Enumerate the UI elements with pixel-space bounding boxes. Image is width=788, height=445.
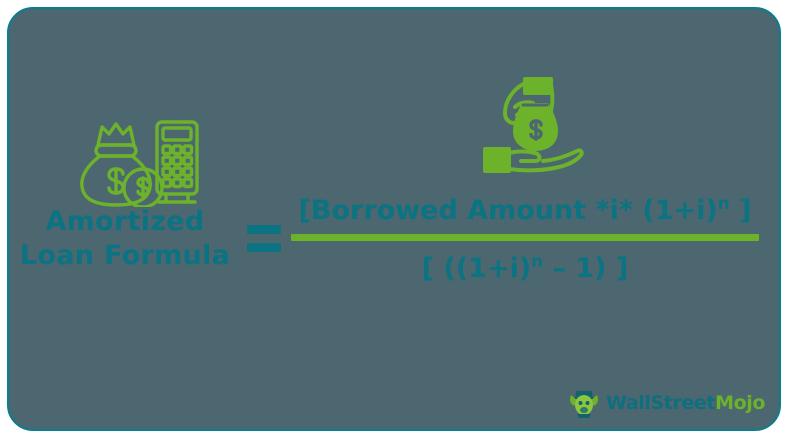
logo-text-mojo: Mojo (715, 391, 765, 414)
title-line-2: Loan Formula (19, 240, 231, 271)
page-title: Amortized Loan Formula (9, 205, 241, 273)
equals-bar-top (247, 225, 281, 234)
logo-wordmark: WallStreetMojo (605, 391, 765, 414)
infographic-canvas: Amortized Loan Formula [Borrowed Amount … (7, 7, 781, 431)
formula-denominator: [ ((1+i)n – 1) ] (291, 241, 759, 289)
wallstreetmojo-mascot-icon (567, 386, 601, 420)
wallstreetmojo-logo: WallStreetMojo (567, 386, 765, 420)
numerator-term: Borrowed Amount *i* (1+i) (310, 195, 718, 226)
formula-fraction: [Borrowed Amount *i* (1+i)n ] [ ((1+i)n … (291, 192, 759, 289)
hand-giving-money-bag-icon (479, 71, 589, 181)
title-line-1: Amortized (45, 206, 205, 237)
denominator-close: – 1) ] (543, 253, 629, 284)
equals-sign (247, 225, 281, 257)
money-bag-coin-calculator-icon (71, 112, 201, 209)
numerator-open-bracket: [ (298, 195, 311, 226)
fraction-bar (291, 234, 759, 241)
denominator-open: [ ((1+i) (421, 253, 532, 284)
numerator-exponent: n (717, 193, 730, 213)
logo-text-street: Street (650, 391, 716, 414)
denominator-exponent: n (531, 251, 544, 271)
logo-text-wall: Wall (605, 391, 651, 414)
formula-numerator: [Borrowed Amount *i* (1+i)n ] (291, 192, 759, 230)
equals-bar-bottom (247, 243, 281, 252)
numerator-close-bracket: ] (729, 195, 752, 226)
